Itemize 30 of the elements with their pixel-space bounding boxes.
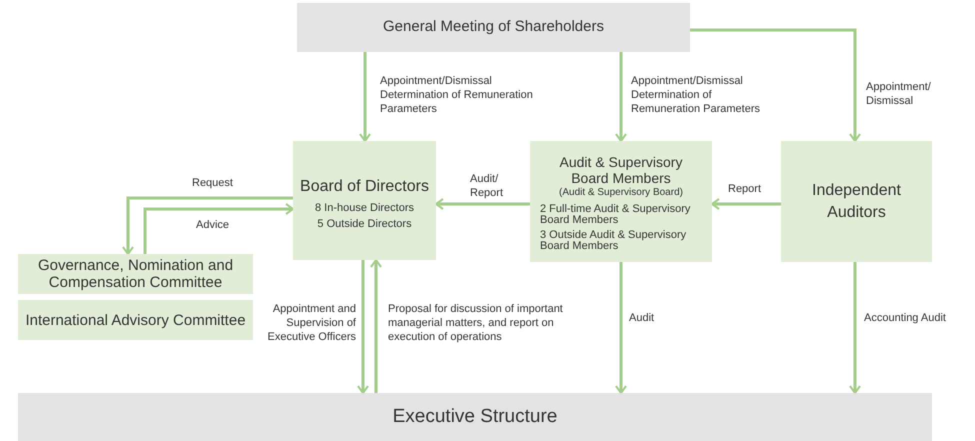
node-text: 2 Full-time Audit & Supervisory Board Members <box>540 204 692 226</box>
node-title: Independent Auditors <box>811 180 902 222</box>
arrow <box>370 259 382 393</box>
arrow <box>690 28 861 142</box>
node-title: General Meeting of Shareholders <box>383 17 604 38</box>
audit-board-box <box>530 141 712 262</box>
arrow <box>359 52 371 142</box>
arrow <box>435 198 530 210</box>
node-title: Audit & Supervisory Board Members <box>558 154 684 186</box>
node-text: 3 Outside Audit & Supervisory Board Members <box>540 230 688 252</box>
arrow <box>711 198 781 210</box>
executive-box <box>18 393 932 441</box>
committee-box <box>18 254 253 294</box>
node-text: (Audit & Supervisory Board) <box>558 186 684 200</box>
arrow <box>144 203 294 254</box>
node-title: Governance, Nomination and Compensation Committee <box>36 257 234 291</box>
node-title: International Advisory Committee <box>24 312 247 328</box>
committee-box <box>18 300 253 340</box>
meeting-box <box>297 3 690 52</box>
arrow <box>849 262 861 394</box>
arrow <box>615 52 627 142</box>
node-title: Executive Structure <box>392 404 558 429</box>
auditors-box <box>781 141 932 262</box>
node-text: 8 In-house Directors <box>314 201 414 215</box>
node-title: Board of Directors <box>300 177 429 197</box>
arrow <box>357 260 369 394</box>
board-box <box>293 141 436 260</box>
arrow <box>615 262 627 394</box>
node-text: 5 Outside Directors <box>317 217 412 231</box>
arrow <box>122 196 293 255</box>
